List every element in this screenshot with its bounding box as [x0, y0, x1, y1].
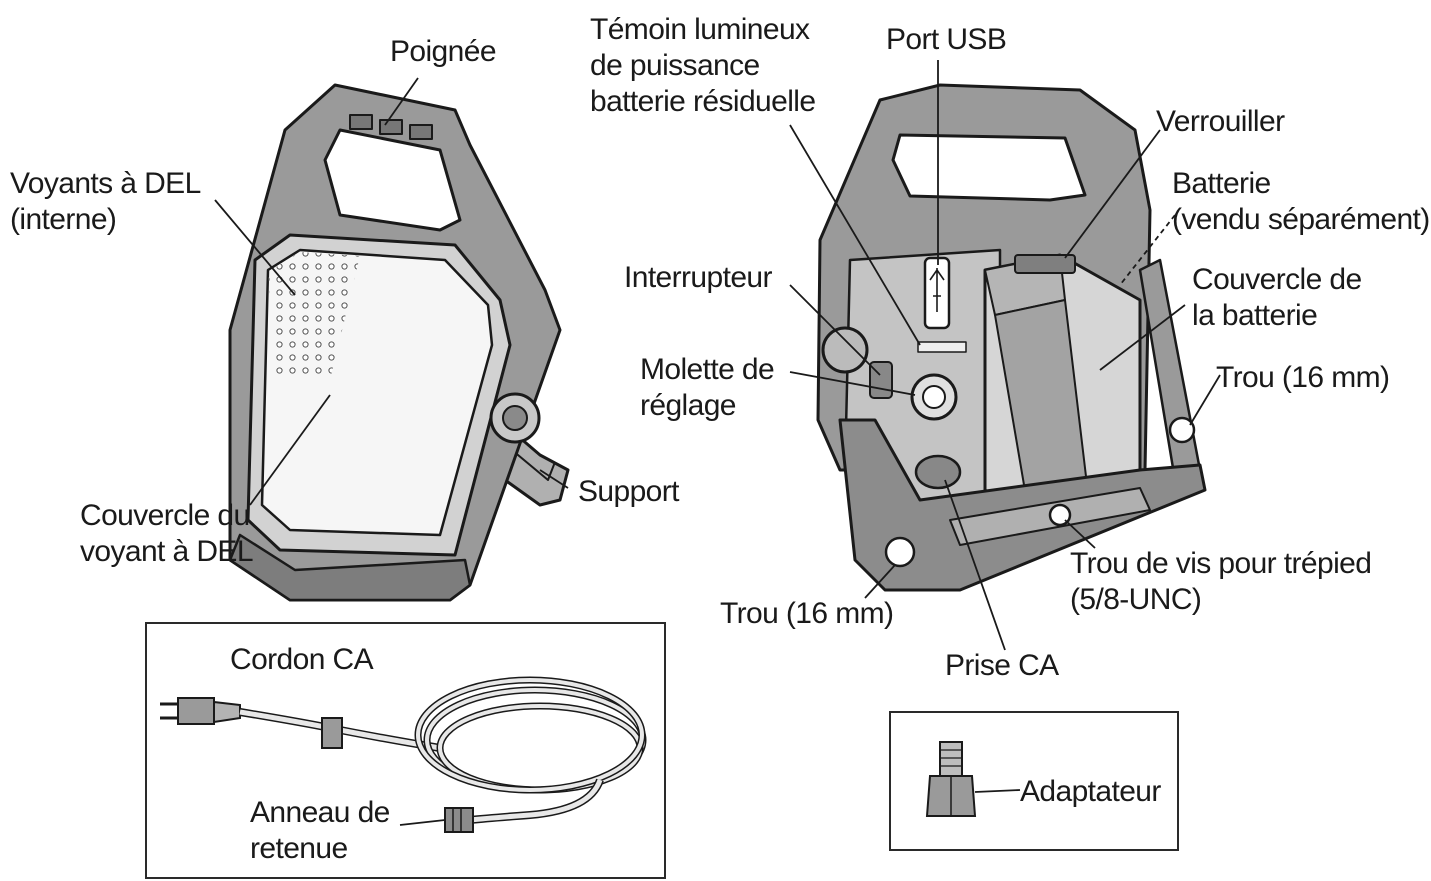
label-couvercle-batterie: Couvercle de la batterie: [1192, 262, 1362, 334]
label-port-usb: Port USB: [886, 22, 1006, 58]
label-voyants-del: Voyants à DEL (interne): [10, 166, 201, 238]
label-molette-line2: réglage: [640, 388, 774, 424]
label-voyants-del-line2: (interne): [10, 202, 201, 238]
cord-box-frame: [146, 623, 665, 878]
label-interrupteur: Interrupteur: [624, 260, 772, 296]
label-molette-line1: Molette de: [640, 352, 774, 388]
label-adaptateur: Adaptateur: [1020, 774, 1161, 810]
label-prise-ca: Prise CA: [945, 648, 1059, 684]
label-trou-vis: Trou de vis pour trépied (5/8-UNC): [1070, 546, 1371, 618]
label-anneau: Anneau de retenue: [250, 795, 390, 867]
label-couvercle-batterie-line1: Couvercle de: [1192, 262, 1362, 298]
label-temoin-line2: de puissance: [590, 48, 815, 84]
label-batterie-line2: (vendu séparément): [1172, 202, 1430, 238]
label-trou-left: Trou (16 mm): [720, 596, 893, 632]
ac-outlet-shape: [916, 456, 960, 488]
label-couvercle-batterie-line2: la batterie: [1192, 298, 1362, 334]
label-poignee: Poignée: [390, 34, 496, 70]
label-batterie-line1: Batterie: [1172, 166, 1430, 202]
label-support: Support: [578, 474, 679, 510]
label-voyants-del-line1: Voyants à DEL: [10, 166, 201, 202]
work-light-front: [230, 85, 568, 600]
ac-cord-illustration: [160, 680, 643, 832]
label-trou-right: Trou (16 mm): [1216, 360, 1389, 396]
label-anneau-line2: retenue: [250, 831, 390, 867]
label-batterie: Batterie (vendu séparément): [1172, 166, 1430, 238]
label-temoin-line1: Témoin lumineux: [590, 12, 815, 48]
label-trou-vis-line2: (5/8-UNC): [1070, 582, 1371, 618]
hole-right-shape: [1170, 418, 1194, 442]
label-molette: Molette de réglage: [640, 352, 774, 424]
label-temoin: Témoin lumineux de puissance batterie ré…: [590, 12, 815, 120]
label-trou-vis-line1: Trou de vis pour trépied: [1070, 546, 1371, 582]
label-couvercle-voyant-line2: voyant à DEL: [80, 534, 253, 570]
label-temoin-line3: batterie résiduelle: [590, 84, 815, 120]
label-cordon-ca: Cordon CA: [230, 642, 373, 678]
label-verrouiller: Verrouiller: [1156, 104, 1284, 140]
work-light-rear: [818, 85, 1205, 590]
label-couvercle-voyant: Couvercle du voyant à DEL: [80, 498, 253, 570]
label-couvercle-voyant-line1: Couvercle du: [80, 498, 253, 534]
adapter-illustration: [927, 742, 975, 816]
hole-left-shape: [886, 538, 914, 566]
label-anneau-line1: Anneau de: [250, 795, 390, 831]
